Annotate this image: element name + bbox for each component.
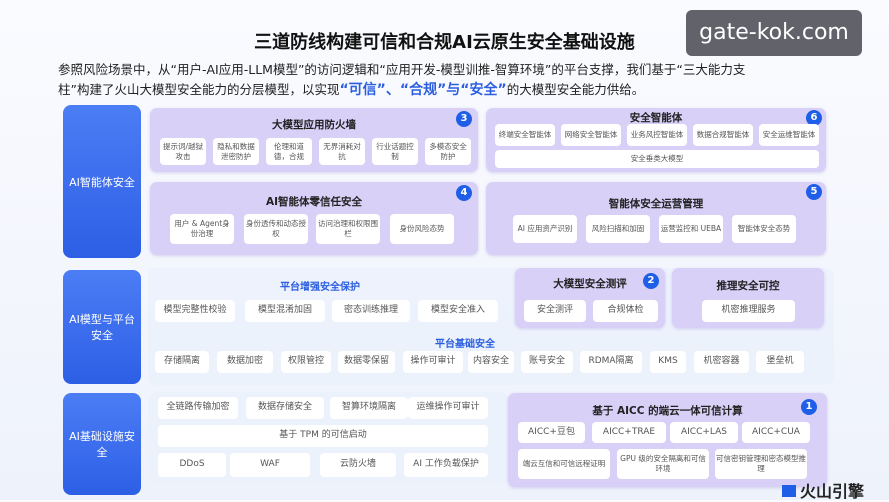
item: 模型完整性校验 bbox=[155, 300, 235, 322]
item: 多模态安全防护 bbox=[425, 138, 471, 165]
watermark: gate-kok.com bbox=[686, 10, 862, 56]
item-tpm: 基于 TPM 的可信启动 bbox=[158, 425, 488, 447]
logo-text: 火山引擎 bbox=[800, 482, 865, 501]
box-title: 安全智能体 bbox=[629, 112, 683, 124]
highlight-compliant: “合规” bbox=[399, 82, 447, 98]
item: KMS bbox=[650, 351, 686, 373]
item: 端云互信和可信远程证明 bbox=[518, 449, 610, 479]
highlight-secure: “安全” bbox=[460, 82, 507, 98]
item: AICC+LAS bbox=[670, 422, 738, 443]
item: 数据加密 bbox=[217, 351, 273, 373]
item: 访问治理和权限围栏 bbox=[316, 214, 380, 244]
box-llm-evaluation: 大模型安全测评 2 安全测评 合规体检 bbox=[515, 268, 665, 328]
box-title: 智能体安全运营管理 bbox=[608, 198, 704, 210]
item: AICC+豆包 bbox=[518, 422, 585, 443]
item: 身份透传和动态授权 bbox=[244, 214, 308, 244]
item-vertical-model: 安全垂类大模型 bbox=[495, 150, 819, 168]
item: 安全测评 bbox=[524, 300, 586, 322]
item: 智能体安全态势 bbox=[732, 215, 796, 243]
intro-text: 的大模型安全能力供给。 bbox=[506, 82, 645, 97]
box-aicc-trusted-computing: 基于 AICC 的端云一体可信计算 1 AICC+豆包 AICC+TRAE AI… bbox=[508, 393, 827, 487]
item: DDoS bbox=[158, 453, 226, 477]
item: 模型安全准入 bbox=[418, 300, 498, 322]
box-agent-ops: 智能体安全运营管理 5 AI 应用资产识别 风险扫描和加固 运营监控和 UEBA… bbox=[486, 182, 826, 255]
layer-infrastructure-security: AI基础设施安全 bbox=[63, 393, 141, 495]
item: 数据合规智能体 bbox=[693, 124, 753, 146]
item: 伦理和道德，合规 bbox=[266, 138, 312, 165]
box-title: 大模型应用防火墙 bbox=[272, 119, 356, 131]
volcengine-logo: 火山引擎 bbox=[782, 478, 864, 502]
item: 行业话题控制 bbox=[372, 138, 418, 165]
item: 操作可审计 bbox=[403, 351, 463, 373]
box-agent-zero-trust: AI智能体零信任安全 4 用户 & Agent身份治理 身份透传和动态授权 访问… bbox=[150, 182, 478, 255]
item: 机密容器 bbox=[694, 351, 749, 373]
layer-agent-security: AI智能体安全 bbox=[63, 105, 141, 258]
number-badge: 5 bbox=[806, 184, 822, 200]
number-badge: 3 bbox=[456, 111, 472, 127]
item: 智算环境隔离 bbox=[330, 397, 408, 419]
item: 数据存储安全 bbox=[246, 397, 324, 419]
separator: 与 bbox=[446, 82, 461, 98]
item: 风险扫描和加固 bbox=[586, 215, 650, 243]
item: 合规体检 bbox=[593, 300, 658, 322]
number-badge: 2 bbox=[643, 273, 659, 289]
item: 可信密钥管理和密态模型推理 bbox=[715, 449, 807, 479]
separator: 、 bbox=[385, 82, 400, 98]
item: 网络安全智能体 bbox=[561, 124, 621, 146]
intro-text: 柱”构建了火山大模型安全能力的分层模型，以实现 bbox=[58, 82, 340, 97]
item: 内容安全 bbox=[468, 351, 514, 373]
item: 密态训练推理 bbox=[332, 300, 410, 322]
item: 云防火墙 bbox=[320, 453, 396, 477]
item: 权限管控 bbox=[281, 351, 331, 373]
highlight-trusted: “可信” bbox=[339, 82, 386, 98]
number-badge: 4 bbox=[456, 185, 472, 201]
page-title: 三道防线构建可信和合规AI云原生安全基础设施 bbox=[254, 32, 635, 53]
item: 身份风险态势 bbox=[390, 214, 454, 244]
item: 无界消耗对抗 bbox=[319, 138, 365, 165]
item: 账号安全 bbox=[521, 351, 573, 373]
item: AI 应用资产识别 bbox=[513, 215, 577, 243]
item: 全链路传输加密 bbox=[158, 397, 238, 419]
item: 提示词/越狱攻击 bbox=[160, 138, 206, 165]
layer-model-platform-security: AI模型与平台安全 bbox=[63, 270, 141, 384]
box-inference-security: 推理安全可控 机密推理服务 bbox=[672, 268, 824, 328]
item: AICC+CUA bbox=[742, 422, 810, 443]
number-badge: 6 bbox=[806, 110, 822, 126]
item: 安全运维智能体 bbox=[759, 124, 819, 146]
item: 业务风控智能体 bbox=[627, 124, 687, 146]
item: 终端安全智能体 bbox=[495, 124, 555, 146]
item: AI 工作负载保护 bbox=[404, 453, 488, 477]
item: GPU 级的安全隔离和可信环境 bbox=[617, 449, 709, 479]
number-badge: 1 bbox=[801, 399, 817, 415]
item: 数据零保留 bbox=[338, 351, 395, 373]
intro-line-1: 参照风险场景中，从“用户-AI应用-LLM模型”的访问逻辑和“应用开发-模型训推… bbox=[58, 62, 746, 77]
item: RDMA隔离 bbox=[580, 351, 642, 373]
item: 运营监控和 UEBA bbox=[659, 215, 723, 243]
box-title: 基于 AICC 的端云一体可信计算 bbox=[592, 405, 743, 417]
box-title: AI智能体零信任安全 bbox=[265, 196, 363, 208]
item: 模型混淆加固 bbox=[245, 300, 325, 322]
item: 隐私和数据泄密防护 bbox=[213, 138, 259, 165]
item: 用户 & Agent身份治理 bbox=[170, 214, 234, 244]
intro-line-2: 柱”构建了火山大模型安全能力的分层模型，以实现“可信”、“合规”与“安全”的大模… bbox=[58, 79, 644, 99]
item: AICC+TRAE bbox=[592, 422, 666, 443]
logo-icon bbox=[782, 485, 796, 497]
item: 堡垒机 bbox=[756, 351, 804, 373]
item: 存储隔离 bbox=[155, 351, 209, 373]
item: WAF bbox=[230, 453, 310, 477]
item: 运维操作可审计 bbox=[408, 397, 488, 419]
box-title: 大模型安全测评 bbox=[553, 278, 627, 290]
item: 机密推理服务 bbox=[702, 300, 795, 322]
box-llm-app-firewall: 大模型应用防火墙 3 提示词/越狱攻击 隐私和数据泄密防护 伦理和道德，合规 无… bbox=[150, 108, 478, 172]
platform-base-title: 平台基础安全 bbox=[435, 339, 495, 350]
box-security-agents: 安全智能体 6 终端安全智能体 网络安全智能体 业务风控智能体 数据合规智能体 … bbox=[486, 108, 826, 172]
platform-enhanced-title: 平台增强安全保护 bbox=[280, 282, 360, 293]
box-title: 推理安全可控 bbox=[716, 280, 780, 292]
